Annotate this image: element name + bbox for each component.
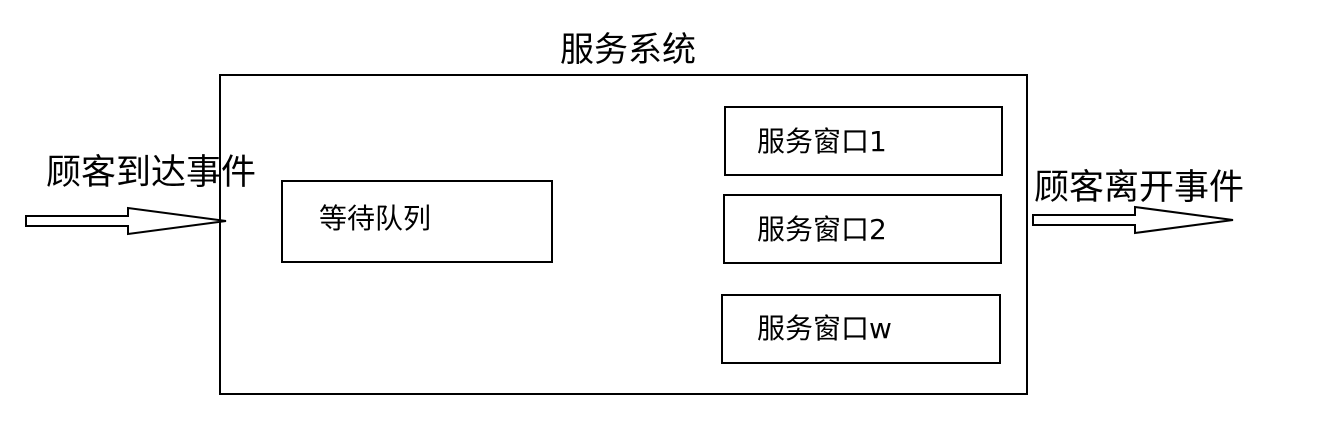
arrival-event-label: 顾客到达事件 [46,153,257,193]
service-window-w-box [721,294,1001,364]
waiting-queue-label: 等待队列 [319,202,432,235]
service-window-2-box [723,194,1002,264]
waiting-queue-box [281,180,553,263]
service-window-w-label: 服务窗口w [757,312,892,345]
departure-arrow [1032,205,1234,235]
service-window-1-box [724,106,1003,176]
service-window-1-label: 服务窗口1 [757,125,887,158]
service-system-box [219,74,1028,395]
service-window-2-label: 服务窗口2 [757,213,887,246]
system-title: 服务系统 [560,30,696,70]
arrival-arrow [25,206,227,236]
departure-event-label: 顾客离开事件 [1034,168,1245,208]
